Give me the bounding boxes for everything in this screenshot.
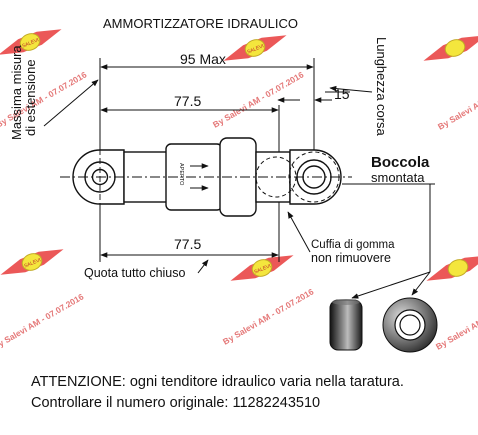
- closed-dimension-leader: [197, 259, 209, 274]
- bushing-title: Boccola: [371, 154, 430, 171]
- bushing-leader-arrow-2: [411, 271, 431, 296]
- dimension-extended: 77.5: [174, 93, 201, 109]
- bushing-side-view: [329, 299, 363, 351]
- watermark-logo: SALEVI: [0, 249, 64, 275]
- dimension-stroke: 15: [334, 86, 350, 102]
- direction-arrows: [190, 163, 209, 191]
- notice-line-1: ATTENZIONE: ogni tenditore idraulico var…: [31, 374, 404, 390]
- watermark-text: By Salevi AM - 07.07.2016: [434, 291, 478, 351]
- watermark-logo: SALEVI: [223, 35, 287, 61]
- watermark-text: By Salevi AM - 07.07.2016: [221, 286, 316, 346]
- watermark-logo: SALEVI: [230, 255, 294, 281]
- stroke-length-label-line2: corsa: [374, 104, 389, 137]
- rubber-boot-label-line1: Cuffia di gomma: [311, 239, 395, 251]
- max-extension-label-line1: Massima misura: [9, 45, 24, 140]
- closed-dimension-label: Quota tutto chiuso: [84, 266, 186, 280]
- bushing-subtitle: smontata: [371, 170, 425, 185]
- max-extension-label-line2: di estensione: [23, 59, 38, 136]
- diagram-title: AMMORTIZZATORE IDRAULICO: [103, 16, 298, 31]
- dimension-closed: 77.5: [174, 236, 201, 252]
- rubber-boot-label-line2: non rimuovere: [311, 251, 391, 265]
- watermark-logo: SALEVI: [0, 29, 62, 55]
- max-extension-leader: [43, 79, 99, 127]
- rubber-boot-leader: [287, 211, 311, 253]
- watermark-logo: [423, 35, 478, 61]
- bushing-front-view: [382, 297, 438, 353]
- body-marking-text: APERTO: [178, 163, 184, 186]
- stroke-length-leader: [329, 85, 373, 93]
- watermark-text: By Salevi AM - 07.07.2016: [436, 71, 478, 131]
- dimension-lines: [99, 58, 350, 262]
- notice-line-2: Controllare il numero originale: 1128224…: [31, 395, 321, 411]
- dimension-max-length: 95 Max: [180, 51, 226, 67]
- bushing-leader-arrow-1: [351, 271, 431, 299]
- watermark-logo: [426, 255, 478, 281]
- watermark-text: By Salevi AM - 07.07.2016: [0, 291, 86, 351]
- stroke-length-label-line1: Lunghezza: [374, 37, 389, 101]
